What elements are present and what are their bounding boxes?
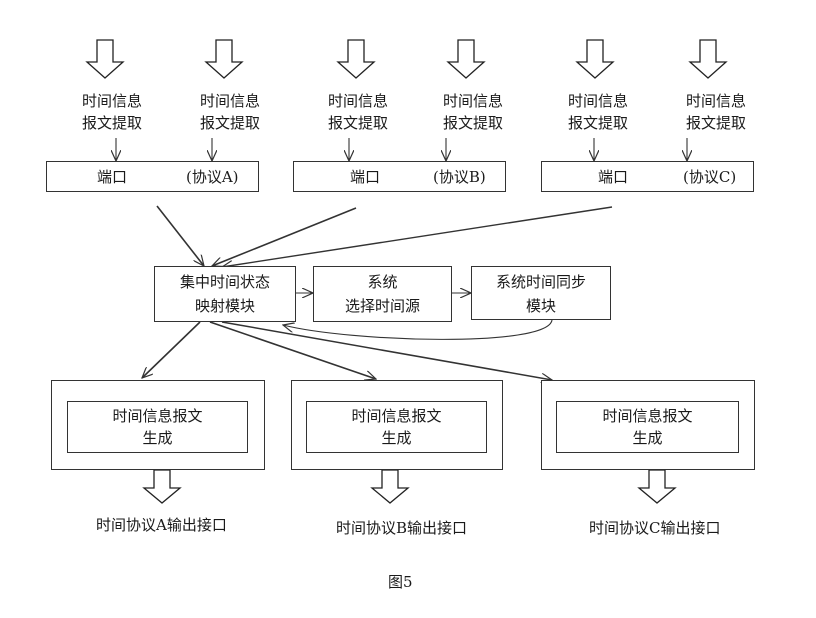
input-label-2: 时间信息报文提取	[199, 92, 260, 132]
port-box-c: 端口 (协议C)	[541, 161, 754, 192]
protocol-label: (协议B)	[433, 168, 486, 186]
sync-feedback-arrow	[283, 319, 553, 340]
time-sync-module: 系统时间同步 模块	[471, 266, 611, 320]
selector-line2: 选择时间源	[344, 297, 420, 315]
port-box-a: 端口 (协议A)	[46, 161, 259, 192]
central-to-gen-b-line	[209, 321, 376, 379]
output-arrow-c	[637, 469, 677, 504]
generator-line2: 生成	[381, 429, 412, 447]
input-label-4: 时间信息报文提取	[442, 92, 503, 132]
generator-outer-c: 时间信息报文 生成	[541, 380, 755, 470]
output-arrow-b	[370, 469, 410, 504]
port-a-to-central-line	[156, 205, 204, 266]
protocol-label: (协议A)	[186, 168, 239, 186]
input-label-3: 时间信息报文提取	[327, 92, 388, 132]
central-to-gen-c-line	[221, 321, 552, 380]
port-label: 端口	[598, 168, 629, 186]
input-arrow-6	[688, 39, 728, 79]
input-arrow-1	[85, 39, 125, 79]
output-label-b: 时间协议B输出接口	[336, 519, 468, 537]
input-label-5: 时间信息报文提取	[567, 92, 628, 132]
input-label-1: 时间信息报文提取	[81, 92, 142, 132]
selector-line1: 系统	[367, 273, 398, 291]
input-arrow-2	[204, 39, 244, 79]
generator-outer-a: 时间信息报文 生成	[51, 380, 265, 470]
central-mapping-module: 集中时间状态 映射模块	[154, 266, 296, 322]
input-arrow-4	[446, 39, 486, 79]
generator-line2: 生成	[632, 429, 663, 447]
port-label: 端口	[350, 168, 381, 186]
sync-line1: 系统时间同步	[495, 273, 586, 291]
input-label-6: 时间信息报文提取	[685, 92, 746, 132]
generator-line1: 时间信息报文	[602, 407, 693, 425]
output-label-c: 时间协议C输出接口	[589, 519, 721, 537]
generator-inner-a: 时间信息报文 生成	[67, 401, 248, 453]
output-arrow-a	[142, 469, 182, 504]
generator-inner-c: 时间信息报文 生成	[556, 401, 739, 453]
generator-line1: 时间信息报文	[351, 407, 442, 425]
port-b-to-central-line	[212, 207, 357, 266]
figure-caption: 图5	[388, 573, 413, 591]
input-arrow-3	[336, 39, 376, 79]
source-selector-box: 系统 选择时间源	[313, 266, 452, 322]
central-line1: 集中时间状态	[179, 273, 270, 291]
central-to-gen-a-line	[142, 321, 201, 378]
central-line2: 映射模块	[194, 297, 255, 315]
generator-outer-b: 时间信息报文 生成	[291, 380, 503, 470]
generator-inner-b: 时间信息报文 生成	[306, 401, 487, 453]
sync-line2: 模块	[525, 297, 556, 315]
protocol-label: (协议C)	[683, 168, 737, 186]
input-arrow-5	[575, 39, 615, 79]
port-c-to-central-line	[222, 206, 613, 267]
generator-line1: 时间信息报文	[112, 407, 203, 425]
output-label-a: 时间协议A输出接口	[96, 516, 227, 534]
port-box-b: 端口 (协议B)	[293, 161, 506, 192]
port-label: 端口	[97, 168, 128, 186]
generator-line2: 生成	[142, 429, 173, 447]
